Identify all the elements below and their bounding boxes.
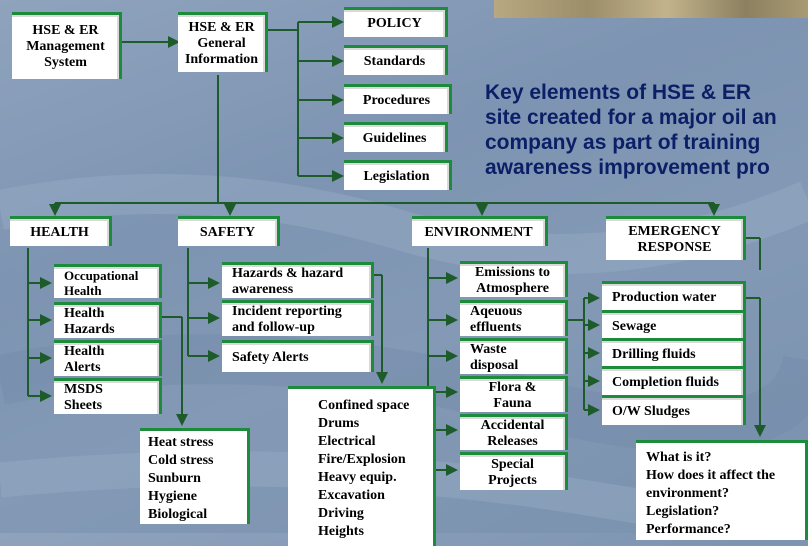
safety-hazards-list: Confined space Drums Electrical Fire/Exp… bbox=[288, 386, 436, 546]
category-environment: ENVIRONMENT bbox=[412, 216, 548, 246]
category-safety: SAFETY bbox=[178, 216, 280, 246]
info-item-legislation: Legislation bbox=[344, 160, 452, 190]
environment-item-flora-fauna: Flora & Fauna bbox=[460, 376, 568, 412]
health-item-hazards: Health Hazards bbox=[54, 302, 162, 338]
health-item-alerts: Health Alerts bbox=[54, 340, 162, 376]
info-item-policy: POLICY bbox=[344, 7, 448, 37]
environment-item-aqueous-effluents: Aqeuous effluents bbox=[460, 300, 568, 336]
health-item-msds: MSDS Sheets bbox=[54, 378, 162, 414]
environment-item-waste-disposal: Waste disposal bbox=[460, 338, 568, 374]
environment-item-special-projects: Special Projects bbox=[460, 452, 568, 490]
header-photo bbox=[494, 0, 808, 18]
effluent-item-drilling-fluids: Drilling fluids bbox=[602, 338, 746, 368]
environment-item-emissions: Emissions to Atmosphere bbox=[460, 261, 568, 297]
safety-item-hazards: Hazards & hazard awareness bbox=[222, 262, 374, 298]
info-item-standards: Standards bbox=[344, 45, 448, 75]
management-system-box: HSE & ER Management System bbox=[12, 12, 122, 79]
info-item-guidelines: Guidelines bbox=[344, 122, 448, 152]
category-emergency-response: EMERGENCY RESPONSE bbox=[606, 216, 746, 260]
health-hazards-list: Heat stress Cold stress Sunburn Hygiene … bbox=[140, 428, 250, 524]
effluent-item-sewage: Sewage bbox=[602, 310, 746, 340]
safety-item-alerts: Safety Alerts bbox=[222, 340, 374, 372]
general-information-box: HSE & ER General Information bbox=[178, 12, 268, 72]
info-item-procedures: Procedures bbox=[344, 84, 452, 114]
environment-item-accidental-releases: Accidental Releases bbox=[460, 414, 568, 450]
connector-lines bbox=[27, 16, 766, 476]
effluent-item-completion-fluids: Completion fluids bbox=[602, 366, 746, 396]
emergency-questions-list: What is it? How does it affect the envir… bbox=[636, 440, 808, 540]
diagram-caption: Key elements of HSE & ER site created fo… bbox=[485, 81, 777, 179]
health-item-occupational: Occupational Health bbox=[54, 264, 162, 298]
effluent-item-production-water: Production water bbox=[602, 281, 746, 311]
category-health: HEALTH bbox=[10, 216, 112, 246]
safety-item-incident-reporting: Incident reporting and follow-up bbox=[222, 300, 374, 336]
effluent-item-ow-sludges: O/W Sludges bbox=[602, 395, 746, 425]
